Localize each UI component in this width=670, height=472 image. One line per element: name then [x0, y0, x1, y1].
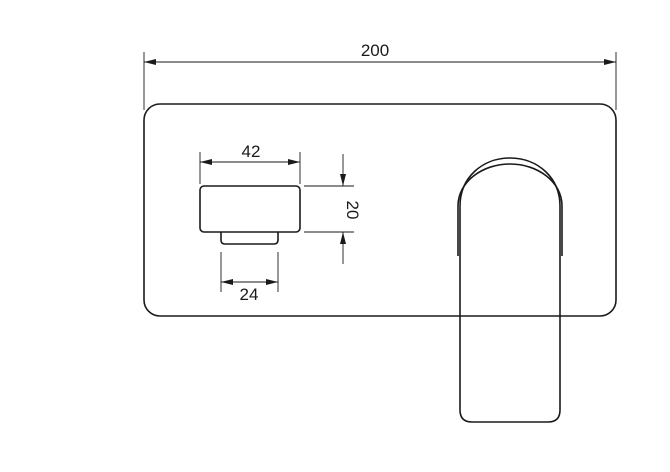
outlet-width-label: 42: [242, 142, 261, 161]
nozzle-width-dimension: 24: [220, 252, 279, 304]
outlet-spout: [199, 185, 301, 245]
overall-width-label: 200: [361, 41, 389, 60]
lever-cap-edge: [457, 163, 563, 256]
outlet-body: [199, 185, 301, 233]
lever-handle: [457, 157, 563, 423]
overall-width-dimension: 200: [143, 41, 617, 110]
outlet-height-label: 20: [343, 201, 362, 220]
outlet-nozzle: [220, 232, 279, 245]
outlet-height-dimension: 20: [304, 154, 362, 264]
nozzle-width-label: 24: [240, 285, 259, 304]
back-plate: [143, 103, 617, 317]
lever-outline: [459, 157, 561, 423]
outlet-width-dimension: 42: [199, 142, 301, 184]
